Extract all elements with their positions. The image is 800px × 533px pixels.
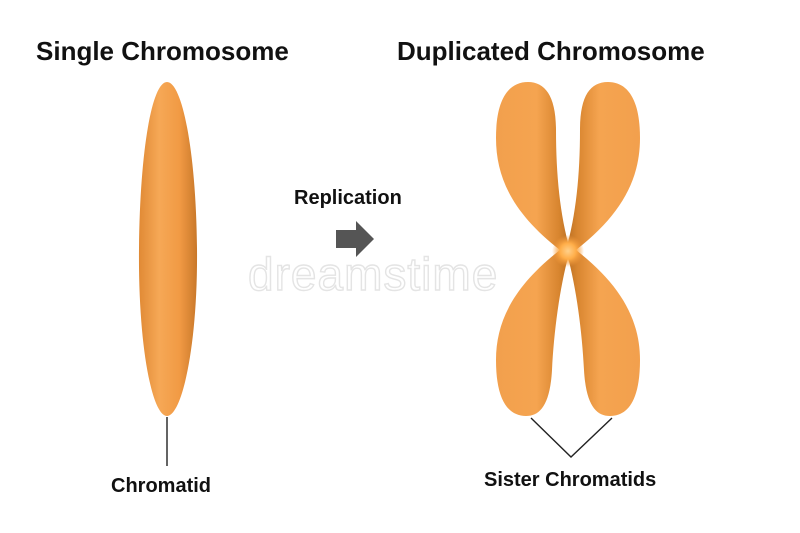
single-chromosome-title: Single Chromosome <box>36 36 289 66</box>
duplicated-chromosome-title: Duplicated Chromosome <box>397 36 705 66</box>
sister-chromatids-label: Sister Chromatids <box>484 469 656 491</box>
replication-arrow-icon <box>336 221 374 257</box>
watermark-text: dreamstime <box>248 248 498 300</box>
centromere <box>552 235 584 267</box>
sister-chromatid-right <box>566 82 640 416</box>
replication-label: Replication <box>294 187 402 209</box>
chromatid-label: Chromatid <box>111 475 211 497</box>
single-chromatid <box>138 82 198 416</box>
sister-chromatids-leader-lines <box>530 417 613 458</box>
sister-chromatid-left <box>496 82 570 416</box>
